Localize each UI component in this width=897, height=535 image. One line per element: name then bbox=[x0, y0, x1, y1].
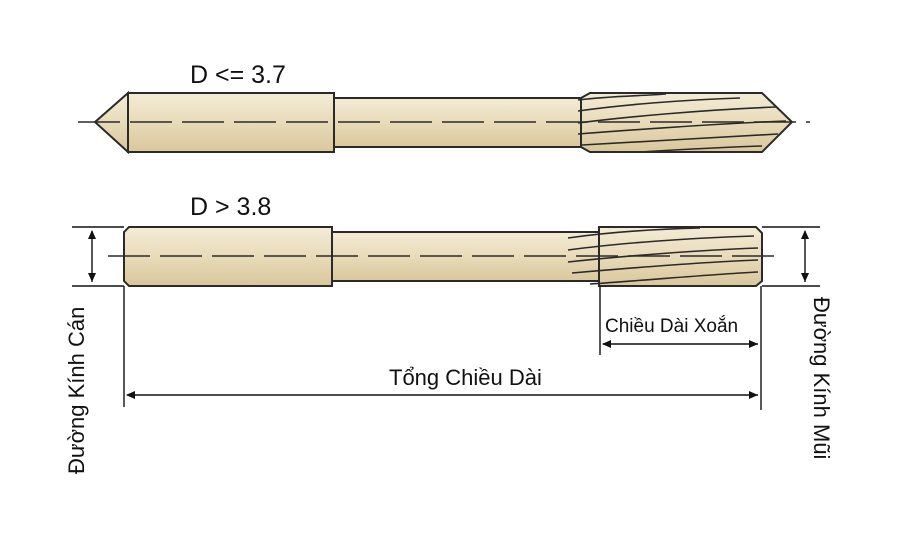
overall-length-label: Tổng Chiều Dài bbox=[389, 365, 542, 390]
tip-diameter-label: Đường Kính Mũi bbox=[809, 297, 834, 459]
bottom-reamer-label: D > 3.8 bbox=[190, 193, 271, 221]
top-reamer-flute-lines bbox=[577, 93, 787, 153]
extension-lines bbox=[72, 226, 820, 410]
shank-diameter-label: Đường Kính Cán bbox=[64, 307, 89, 474]
bottom-reamer-flute-lines bbox=[567, 227, 759, 285]
flute-length-label: Chiều Dài Xoắn bbox=[605, 315, 738, 337]
top-reamer-label: D <= 3.7 bbox=[190, 61, 286, 89]
bottom-reamer bbox=[108, 226, 784, 287]
top-reamer bbox=[78, 90, 810, 155]
